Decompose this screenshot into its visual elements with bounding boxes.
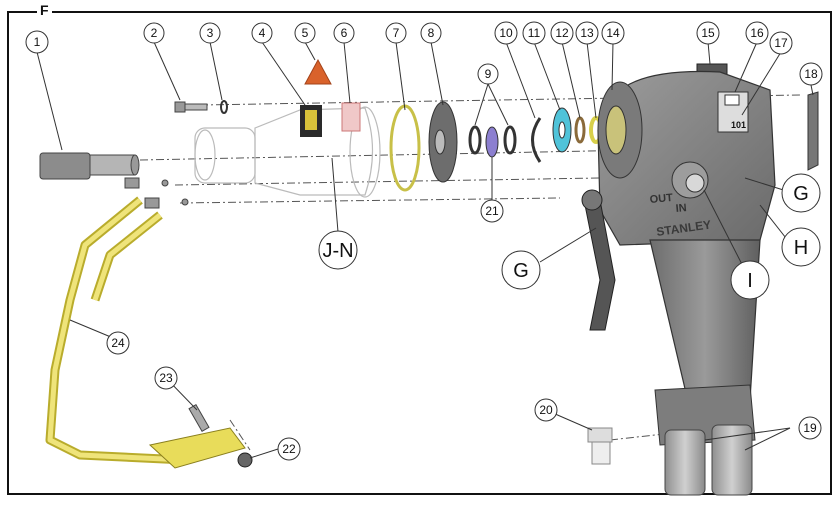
- svg-text:12: 12: [555, 26, 569, 40]
- callout-h: H: [781, 227, 821, 267]
- callout-i: I: [730, 260, 770, 300]
- cyan-ring-part: [552, 107, 572, 153]
- purple-seal-part: [485, 126, 499, 158]
- svg-text:2: 2: [151, 26, 158, 40]
- svg-text:I: I: [747, 270, 753, 292]
- svg-text:21: 21: [485, 204, 499, 218]
- callout-3: 3: [199, 22, 221, 44]
- svg-text:24: 24: [111, 336, 125, 350]
- fitting-plug-part: [587, 427, 613, 465]
- tool-out-text: OUT: [649, 192, 673, 206]
- impact-wrench-body: [597, 70, 776, 446]
- svg-text:G: G: [793, 183, 809, 205]
- decal-label-part: [300, 105, 322, 137]
- svg-text:19: 19: [803, 421, 817, 435]
- trigger-pivot: [581, 189, 603, 211]
- callout-23: 23: [154, 366, 178, 390]
- stirrup-clamp-part: [148, 427, 246, 469]
- frame-label: F: [37, 2, 52, 18]
- callout-18: 18: [799, 62, 823, 86]
- svg-text:23: 23: [159, 371, 173, 385]
- callout-19: 19: [798, 416, 822, 440]
- callout-5: 5: [294, 22, 316, 44]
- svg-text:5: 5: [302, 26, 309, 40]
- callout-g-body: G: [781, 173, 821, 213]
- callout-12: 12: [550, 21, 574, 45]
- callout-bubbles: 1 2 3 4 5 6 7 8 9 10 11 12 13 14 15 16 1…: [25, 21, 823, 461]
- stirrup-screws: [124, 177, 189, 209]
- warning-sticker-part: [341, 102, 361, 132]
- drive-adapter-part: [39, 152, 140, 180]
- callout-14: 14: [601, 21, 625, 45]
- side-cover-part: [807, 91, 819, 171]
- svg-text:7: 7: [393, 26, 400, 40]
- callout-17: 17: [769, 31, 793, 55]
- gear-disk-part: [428, 101, 458, 183]
- small-rings-part: [468, 125, 517, 155]
- snap-ring-part: [531, 117, 542, 163]
- svg-text:6: 6: [341, 26, 348, 40]
- svg-text:11: 11: [528, 26, 541, 40]
- callout-20: 20: [534, 398, 558, 422]
- callout-10: 10: [494, 21, 518, 45]
- callout-15: 15: [696, 21, 720, 45]
- callout-2: 2: [143, 22, 165, 44]
- bolt-part: [174, 101, 208, 113]
- svg-text:22: 22: [282, 442, 296, 456]
- svg-text:G: G: [513, 260, 529, 282]
- callout-16: 16: [745, 21, 769, 45]
- transparent-housing: [194, 106, 381, 198]
- callout-g-trigger: G: [501, 250, 541, 290]
- svg-text:13: 13: [580, 26, 594, 40]
- svg-text:18: 18: [804, 67, 818, 81]
- svg-text:3: 3: [207, 26, 214, 40]
- svg-text:J-N: J-N: [322, 240, 353, 262]
- svg-text:17: 17: [774, 36, 788, 50]
- bronze-ring-part: [574, 116, 586, 144]
- callout-9: 9: [477, 63, 499, 85]
- svg-text:H: H: [794, 237, 808, 259]
- callout-7: 7: [385, 22, 407, 44]
- diagram-border: [7, 11, 832, 495]
- callout-22: 22: [277, 437, 301, 461]
- callout-6: 6: [333, 22, 355, 44]
- callout-21: 21: [480, 199, 504, 223]
- tool-plate-text: 101: [731, 120, 746, 130]
- tool-in-text: IN: [675, 202, 687, 215]
- svg-text:14: 14: [606, 26, 620, 40]
- svg-text:15: 15: [701, 26, 715, 40]
- callout-13: 13: [575, 21, 599, 45]
- svg-text:16: 16: [750, 26, 764, 40]
- callout-j-n: J-N: [318, 230, 358, 270]
- callout-4: 4: [251, 22, 273, 44]
- group-callouts: J-N G G H I: [318, 173, 821, 300]
- hydraulic-hoses: [664, 424, 753, 496]
- svg-text:1: 1: [34, 35, 41, 49]
- o-ring-part: [389, 104, 421, 192]
- nut-part: [237, 452, 253, 468]
- svg-text:4: 4: [259, 26, 266, 40]
- warning-triangle-part: [304, 58, 332, 85]
- callout-1: 1: [25, 30, 49, 54]
- stirrup-bolt-part: [188, 404, 210, 432]
- svg-text:9: 9: [485, 67, 492, 81]
- washer-part: [220, 100, 228, 114]
- svg-text:10: 10: [499, 26, 513, 40]
- svg-text:8: 8: [428, 26, 435, 40]
- callout-11: 11: [522, 21, 546, 45]
- callout-8: 8: [420, 22, 442, 44]
- callout-24: 24: [106, 331, 130, 355]
- svg-text:20: 20: [539, 403, 553, 417]
